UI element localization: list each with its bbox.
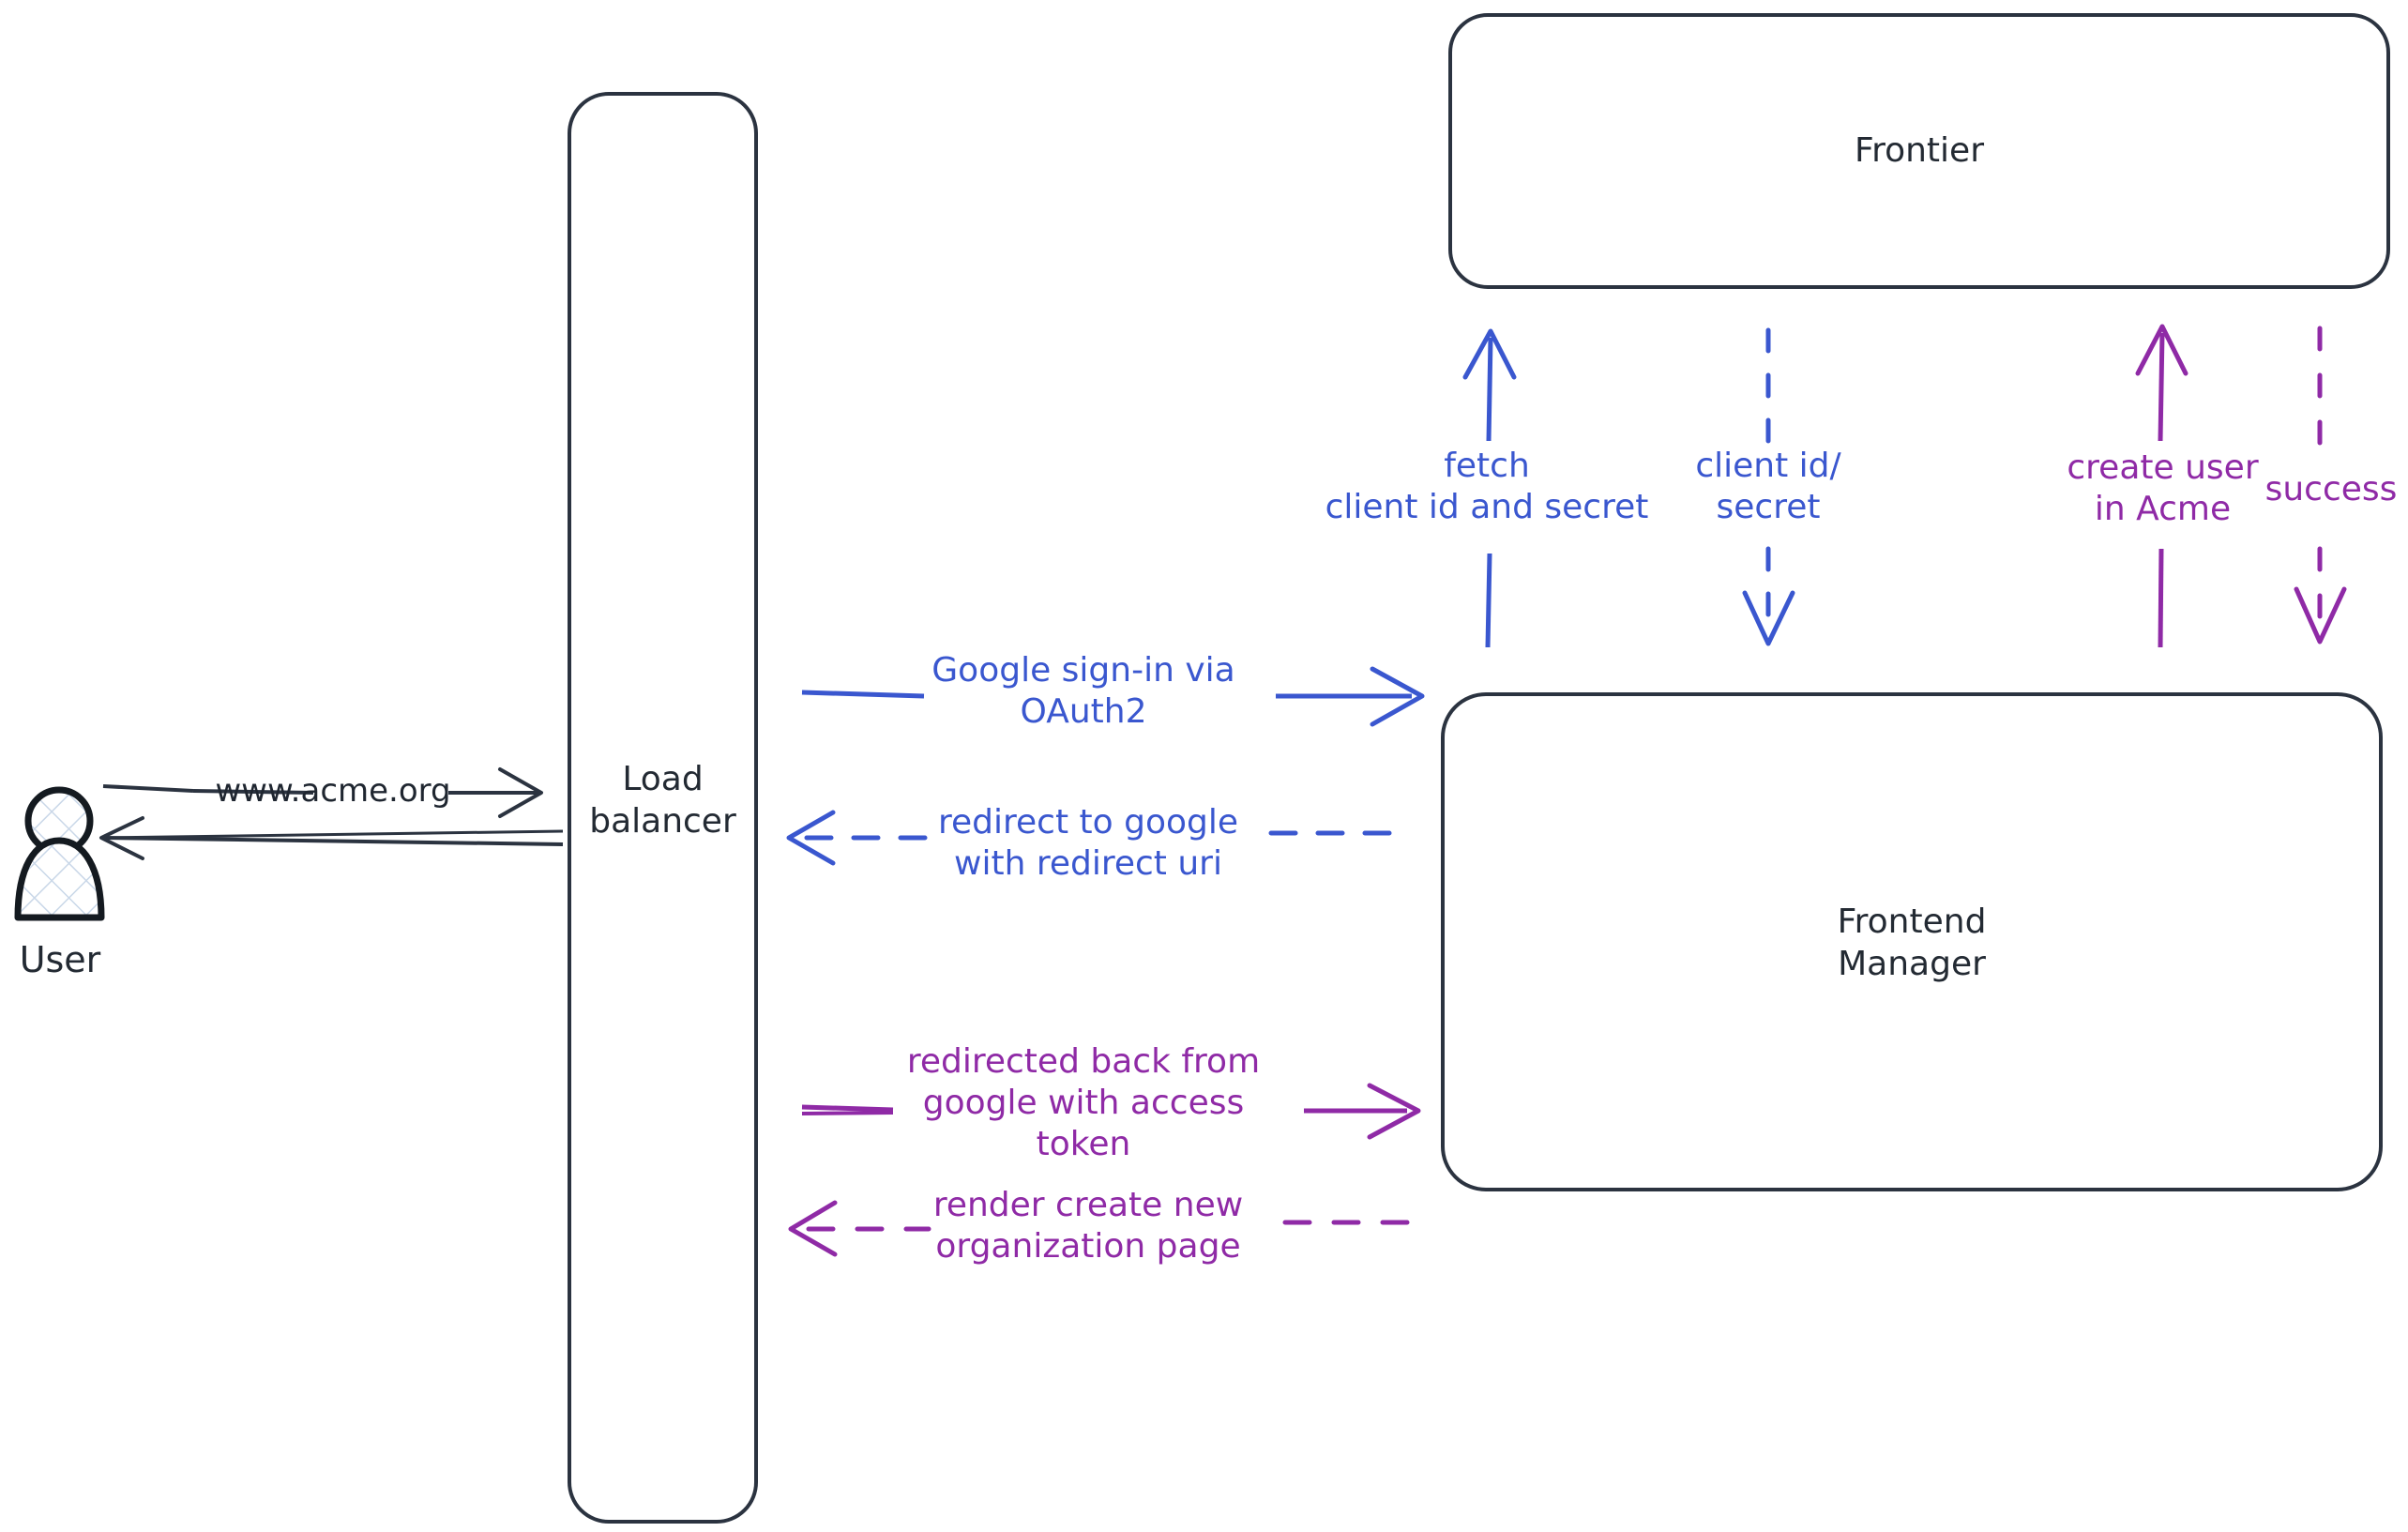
edge-frontier-to-fm-creds xyxy=(1742,327,1795,646)
edge-fm-to-frontier-fetch xyxy=(1462,328,1517,648)
edge-fm-to-lb-redirect xyxy=(786,810,1410,866)
edge-frontier-to-fm-success xyxy=(2294,326,2347,645)
load-balancer-node[interactable] xyxy=(568,92,758,1524)
edge-fm-to-frontier-create-user xyxy=(2135,324,2188,648)
load-balancer-label: Load balancer xyxy=(589,760,736,841)
edge-fm-to-lb-render xyxy=(788,1200,1417,1257)
frontend-manager-node[interactable] xyxy=(1441,692,2383,1191)
user-actor-label: User xyxy=(19,939,101,980)
edge-lb-to-fm-token xyxy=(801,1083,1421,1140)
person-icon xyxy=(14,786,105,921)
edge-user-to-lb xyxy=(102,767,543,818)
edge-lb-to-fm-signin xyxy=(801,666,1425,727)
frontend-manager-label: Frontend Manager xyxy=(1837,903,1987,983)
frontier-node[interactable] xyxy=(1448,13,2390,289)
frontier-label: Frontier xyxy=(1854,131,1984,170)
edge-lb-to-user xyxy=(99,816,564,860)
